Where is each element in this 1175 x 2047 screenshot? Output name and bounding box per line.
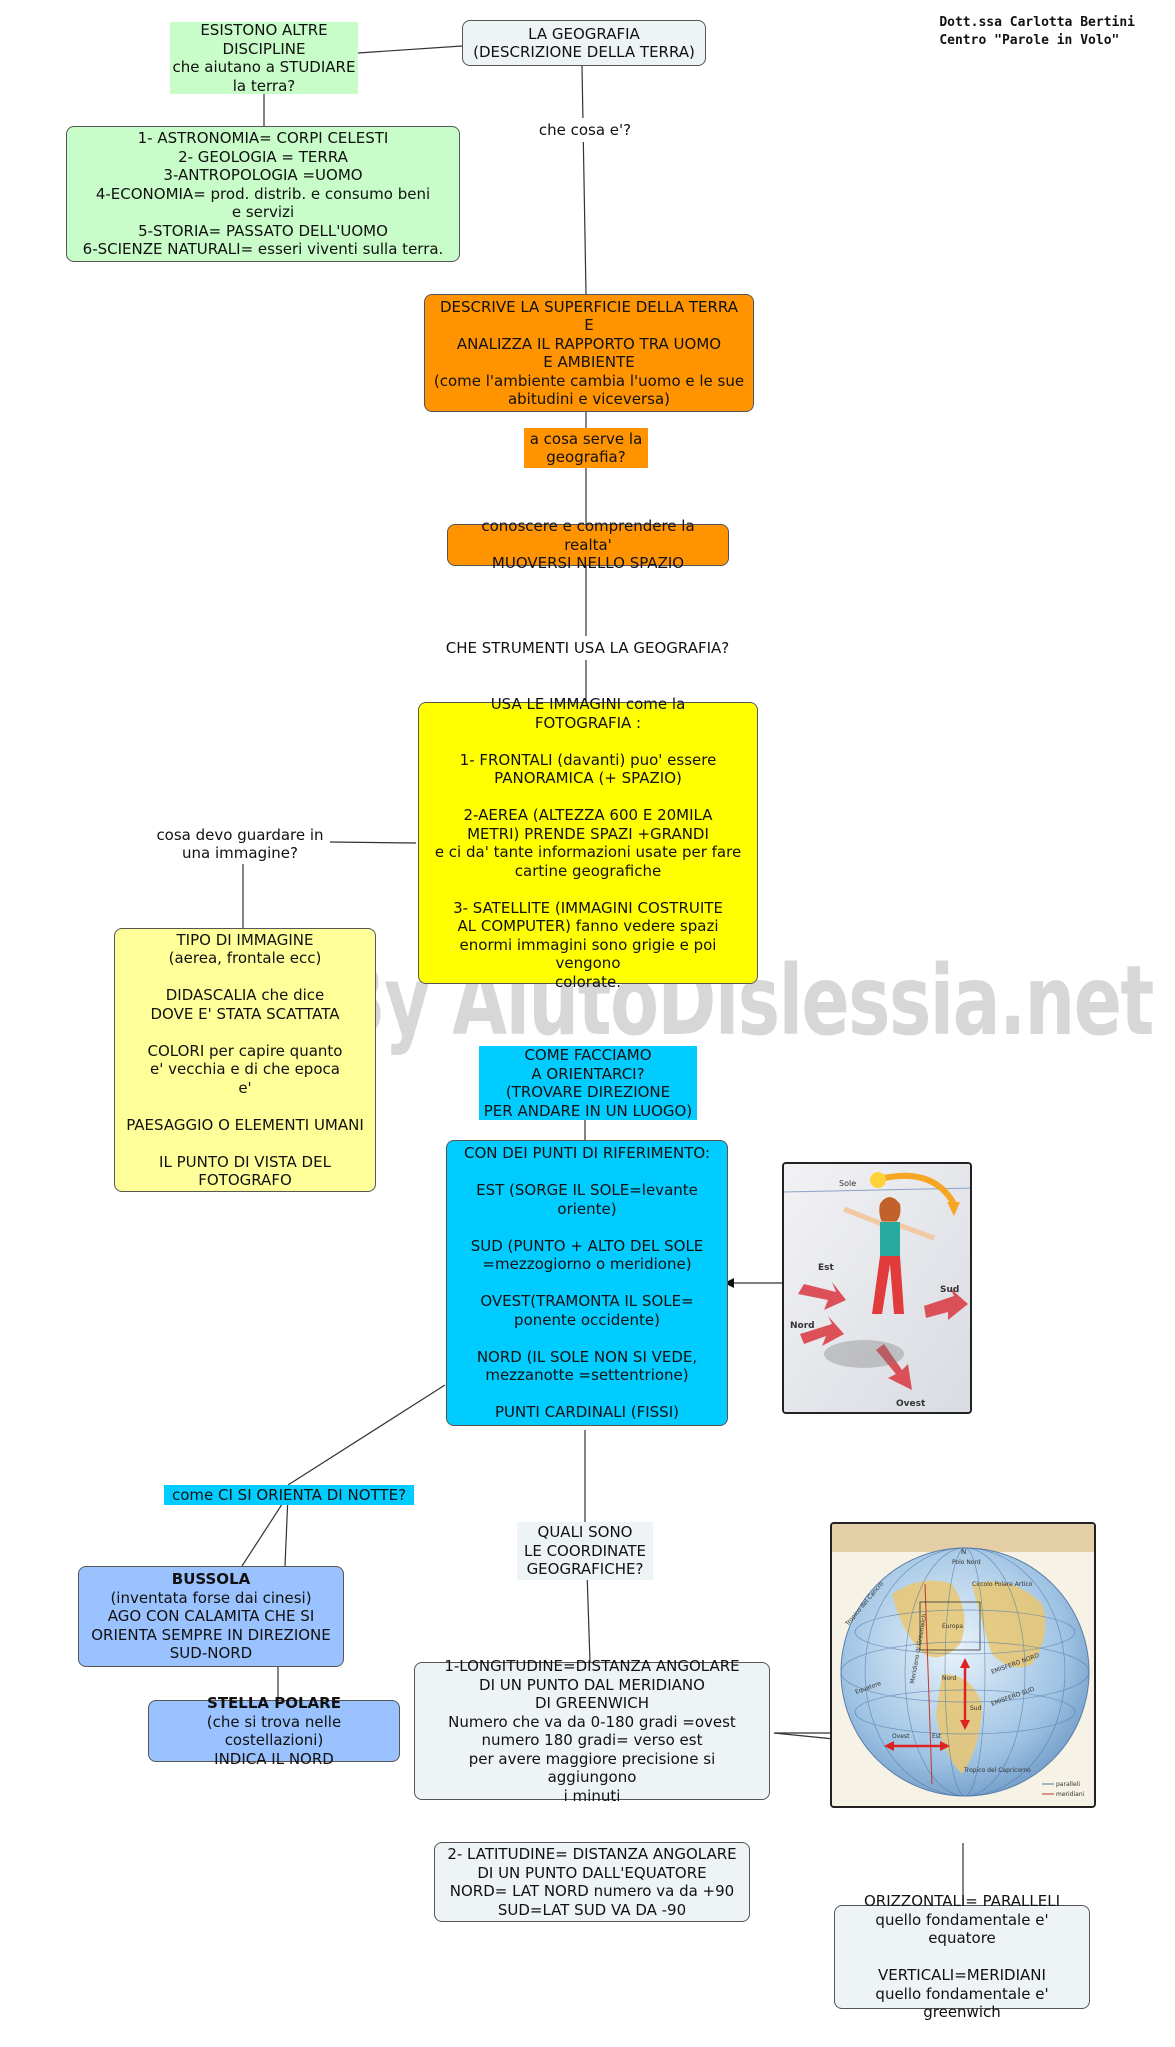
connector — [773, 1732, 835, 1740]
connector — [357, 45, 463, 54]
legend-paralleli: paralleli — [1056, 1781, 1080, 1788]
tipo-immagine-node[interactable]: TIPO DI IMMAGINE (aerea, frontale ecc) D… — [114, 928, 376, 1192]
connector — [287, 1384, 446, 1486]
connector — [581, 65, 587, 295]
punti-riferimento-node[interactable]: CON DEI PUNTI DI RIFERIMENTO: EST (SORGE… — [446, 1140, 728, 1426]
orizzontali-node[interactable]: ORIZZONTALI= PARALLELI quello fondamenta… — [834, 1892, 1090, 2021]
polo-nord-label: Polo Nord — [952, 1559, 981, 1566]
circolo-polare-label: Circolo Polare Artico — [972, 1581, 1033, 1588]
connector — [329, 841, 417, 844]
connector — [586, 1571, 591, 1663]
globe-ovest-label: Ovest — [892, 1733, 910, 1740]
coordinate-question-label: QUALI SONO LE COORDINATE GEOGRAFICHE? — [517, 1522, 653, 1580]
author-credit: Dott.ssa Carlotta Bertini Centro "Parole… — [939, 15, 1135, 48]
bussola-node[interactable]: BUSSOLA (inventata forse dai cinesi) AGO… — [78, 1566, 344, 1667]
europa-label: Europa — [942, 1623, 963, 1630]
conoscere-node[interactable]: conoscere e comprendere la realta' MUOVE… — [447, 517, 729, 572]
globe-picture: N Polo Nord Circolo Polare Artico Tropic… — [830, 1522, 1096, 1808]
arrow-head — [724, 1278, 734, 1288]
tropico-capricorno-label: Tropico del Capricorno — [963, 1767, 1031, 1774]
immagini-node[interactable]: USA LE IMMAGINI come la FOTOGRAFIA : 1- … — [418, 695, 758, 991]
nord-label: Nord — [790, 1321, 815, 1331]
sole-label: Sole — [839, 1179, 856, 1188]
bussola-title: BUSSOLA — [171, 1570, 251, 1589]
legend-meridiani: meridiani — [1056, 1791, 1085, 1798]
connector — [241, 1494, 289, 1567]
longitudine-node[interactable]: 1-LONGITUDINE=DISTANZA ANGOLARE DI UN PU… — [414, 1657, 770, 1805]
cosa-guardare-label: cosa devo guardare in una immagine? — [150, 824, 330, 864]
che-cosa-label: che cosa e'? — [525, 118, 645, 142]
n-label: N — [961, 1548, 966, 1556]
latitudine-node[interactable]: 2- LATITUDINE= DISTANZA ANGOLARE DI UN P… — [434, 1842, 750, 1922]
discipline-list-node[interactable]: 1- ASTRONOMIA= CORPI CELESTI 2- GEOLOGIA… — [66, 126, 460, 262]
descrive-node[interactable]: DESCRIVE LA SUPERFICIE DELLA TERRA E ANA… — [424, 294, 754, 412]
stella-polare-node[interactable]: STELLA POLARE (che si trova nelle costel… — [148, 1694, 400, 1768]
a-cosa-serve-label: a cosa serve la geografia? — [524, 428, 648, 468]
stella-title: STELLA POLARE — [207, 1694, 341, 1712]
discipline-question-node[interactable]: ESISTONO ALTRE DISCIPLINE che aiutano a … — [170, 21, 358, 95]
bussola-body: (inventata forse dai cinesi) AGO CON CAL… — [91, 1588, 331, 1663]
sud-label: Sud — [940, 1285, 959, 1295]
globe-est-label: Est — [932, 1733, 942, 1740]
stella-body: (che si trova nelle costellazioni) INDIC… — [206, 1712, 342, 1768]
di-notte-label: come CI SI ORIENTA DI NOTTE? — [164, 1485, 414, 1505]
globe-sud-label: Sud — [970, 1705, 982, 1712]
cardinal-directions-picture: Sole Est Sud Nord Ovest — [782, 1162, 972, 1414]
connector — [284, 1494, 289, 1567]
globe-nord-label: Nord — [942, 1675, 957, 1682]
ovest-label: Ovest — [896, 1399, 926, 1409]
orientarci-node[interactable]: COME FACCIAMO A ORIENTARCI? (TROVARE DIR… — [479, 1046, 697, 1120]
strumenti-label: CHE STRUMENTI USA LA GEOGRAFIA? — [435, 636, 740, 660]
est-label: Est — [818, 1263, 835, 1273]
geografia-node[interactable]: LA GEOGRAFIA (DESCRIZIONE DELLA TERRA) — [462, 20, 706, 66]
